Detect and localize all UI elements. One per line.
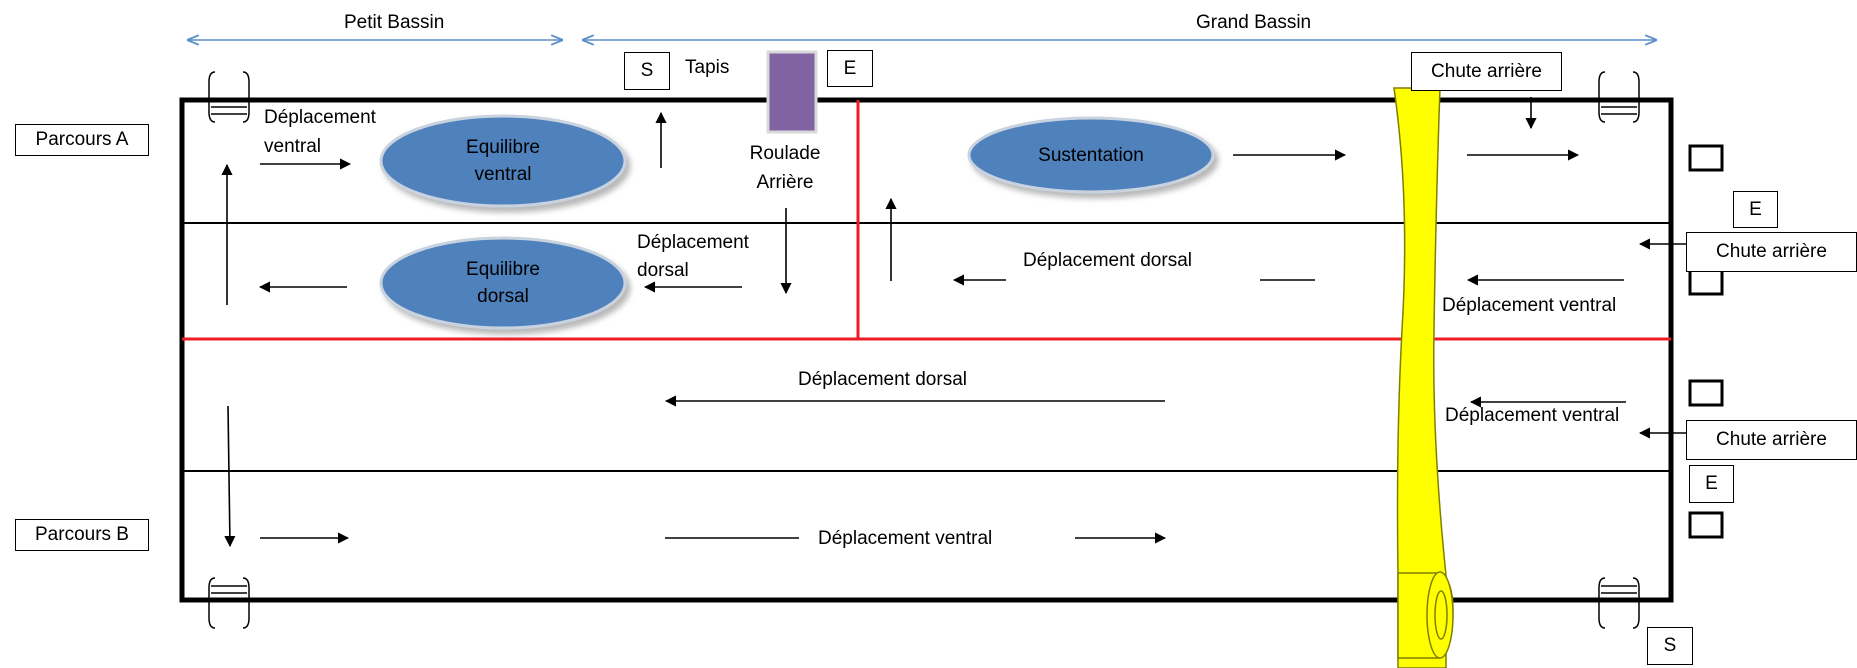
deplacement-ventral-label: Déplacement ventral <box>1442 295 1617 316</box>
grand-bassin-label: Grand Bassin <box>1196 12 1312 33</box>
equilibre-ventral-label: Equilibre ventral <box>466 137 540 185</box>
station-square <box>1688 379 1724 407</box>
tapis-label: Tapis <box>685 57 730 78</box>
ladder-icon <box>208 577 250 629</box>
end-marker: E <box>1733 191 1778 228</box>
deplacement-dorsal-label-2: dorsal <box>637 260 689 281</box>
petit-bassin-label: Petit Bassin <box>344 12 445 33</box>
equilibre-dorsal-label: Equilibre dorsal <box>466 259 540 307</box>
pool-outline <box>179 97 1674 603</box>
deplacement-ventral-label-1: Déplacement <box>264 107 376 128</box>
roulade-arriere-label-2: Arrière <box>756 172 814 193</box>
end-marker: E <box>1689 465 1734 503</box>
yellow-float-line <box>1393 87 1447 668</box>
deplacement-ventral-label: Déplacement ventral <box>1445 405 1620 426</box>
chute-arriere-box: Chute arrière <box>1411 52 1562 91</box>
deplacement-ventral-label: Déplacement ventral <box>818 528 993 549</box>
end-marker: E <box>827 50 873 87</box>
arrow <box>224 405 236 548</box>
start-marker: S <box>624 52 670 90</box>
deplacement-dorsal-label: Déplacement dorsal <box>798 369 967 390</box>
sustentation-oval <box>967 116 1215 194</box>
roulade-arriere-label-1: Roulade <box>749 143 821 164</box>
chute-arriere-box: Chute arrière <box>1686 420 1857 460</box>
ladder-icon <box>1598 577 1640 629</box>
chute-arriere-box: Chute arrière <box>1686 232 1857 272</box>
ladder-icon <box>1598 71 1640 123</box>
station-square <box>1688 268 1724 296</box>
sustentation-label: Sustentation <box>1038 144 1144 166</box>
ladder-icon <box>208 71 250 123</box>
tapis-mat <box>766 50 818 134</box>
start-marker: S <box>1647 627 1693 665</box>
parcours-a-box: Parcours A <box>15 124 149 156</box>
yellow-roll-icon <box>1397 571 1454 659</box>
deplacement-dorsal-label-1: Déplacement <box>637 232 749 253</box>
station-square <box>1688 144 1724 172</box>
station-square <box>1688 511 1724 539</box>
parcours-b-box: Parcours B <box>15 519 149 551</box>
deplacement-ventral-label-2: ventral <box>264 136 322 157</box>
deplacement-dorsal-label: Déplacement dorsal <box>1023 250 1192 271</box>
equilibre-ventral-oval <box>379 114 627 208</box>
equilibre-dorsal-oval <box>379 236 627 330</box>
